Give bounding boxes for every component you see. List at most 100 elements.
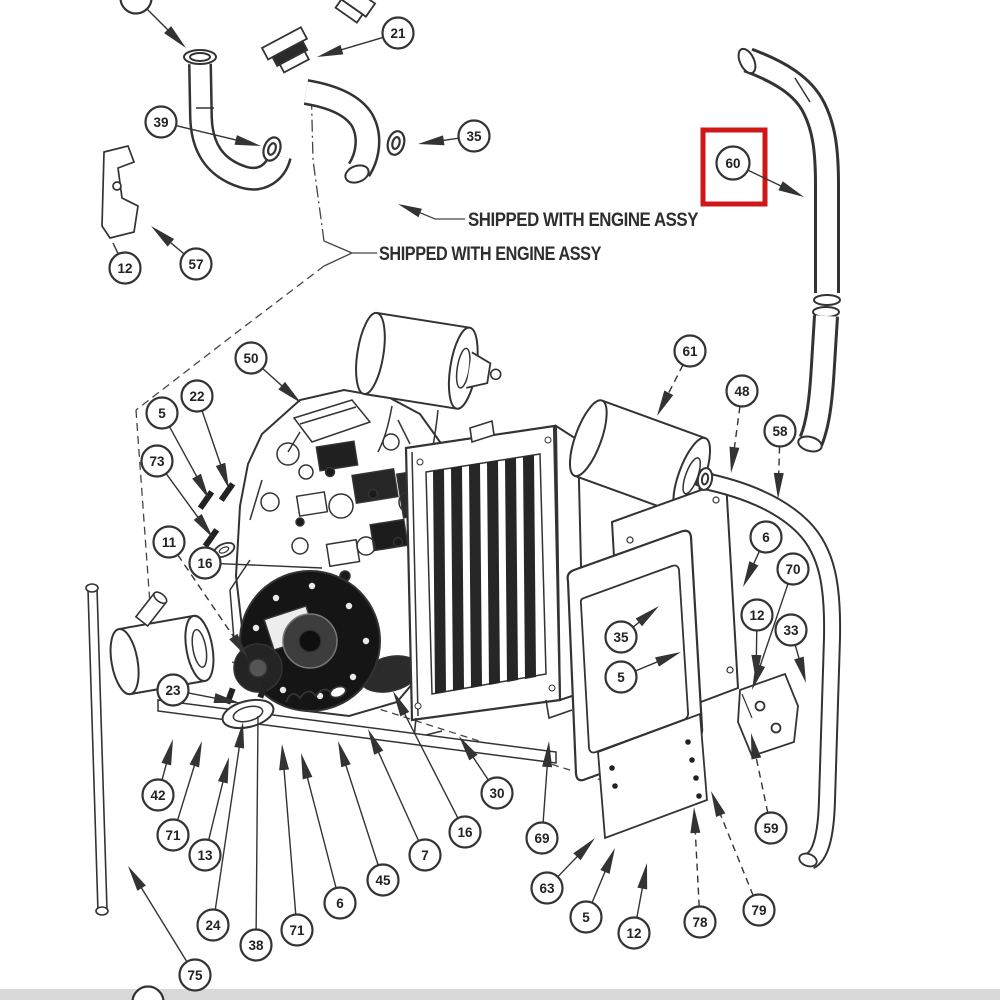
callout-balloon-23 [156, 673, 190, 707]
callout-balloon-30 [480, 776, 514, 810]
leader-line [282, 763, 297, 915]
callout-number-16: 16 [197, 556, 213, 571]
bottom-scan-band [0, 989, 1000, 1000]
hose-opening [344, 164, 370, 184]
callout-number-22: 22 [189, 389, 204, 404]
fitting-top-cut [334, 0, 377, 24]
leader-arrowhead [161, 739, 173, 766]
leader-arrowhead [193, 514, 213, 538]
support-rod [85, 583, 109, 916]
callout-balloon-6 [749, 520, 783, 554]
leader-line [375, 746, 420, 842]
leader-line [335, 36, 384, 52]
callout-number-16: 16 [457, 825, 473, 840]
callout-number-6: 6 [762, 530, 770, 545]
callout-number-58: 58 [772, 424, 788, 439]
callout-balloon-71 [280, 913, 314, 947]
hose-clamp-top [183, 49, 217, 65]
callout-number-69: 69 [534, 831, 549, 846]
callout-balloon-69 [525, 821, 559, 855]
lower-exhaust-hose [698, 471, 842, 870]
callout-balloon-12 [740, 598, 774, 632]
leader-arrowhead [418, 135, 445, 146]
callout-number-12: 12 [749, 608, 764, 623]
note-shipped-with-engine-assy-2: SHIPPED WITH ENGINE ASSY [379, 244, 602, 265]
note-arrowhead [398, 204, 422, 218]
callout-number-35: 35 [466, 129, 482, 144]
callout-balloon-partial [131, 985, 165, 1000]
leader-arrowhead [773, 472, 784, 499]
leader-arrowhead [657, 390, 674, 416]
lower-panel [597, 712, 708, 840]
leader-line [694, 826, 700, 907]
leader-arrowhead [794, 656, 806, 683]
callout-number-12: 12 [626, 926, 641, 941]
callout-number-73: 73 [149, 454, 165, 469]
callout-balloon-16 [448, 815, 482, 849]
callout-number-11: 11 [162, 535, 177, 550]
leader-line [757, 583, 789, 672]
leader-line [220, 562, 323, 569]
leader-arrowhead [778, 181, 804, 197]
callout-balloon-59 [754, 811, 788, 845]
callout-number-78: 78 [692, 915, 708, 930]
callout-balloon-57 [179, 247, 213, 281]
leader-arrowhead [234, 722, 245, 749]
callout-balloon-71 [156, 818, 190, 852]
callout-number-5: 5 [158, 406, 166, 421]
leader-arrowhead [743, 561, 759, 587]
callout-number-45: 45 [375, 873, 391, 888]
leader-line [168, 426, 201, 482]
leader-arrowhead [128, 866, 146, 891]
callout-number-30: 30 [489, 786, 504, 801]
callout-balloon-6 [323, 886, 357, 920]
leader-line [732, 406, 741, 454]
leader-line [176, 759, 197, 821]
callout-number-5: 5 [582, 910, 590, 925]
callout-number-42: 42 [150, 788, 165, 803]
leader-line [255, 715, 259, 930]
callout-number-48: 48 [734, 384, 750, 399]
leader-arrowhead [164, 26, 186, 48]
callout-number-38: 38 [248, 938, 264, 953]
callout-balloon-73 [140, 444, 174, 478]
leader-arrowhead [151, 226, 175, 247]
leader-arrowhead [637, 863, 648, 890]
leader-line [747, 169, 787, 189]
leader-arrowhead [655, 652, 681, 667]
leader-line [343, 759, 379, 866]
callout-balloon-75 [178, 958, 212, 992]
leader-line [305, 772, 337, 889]
callout-balloon-13 [188, 838, 222, 872]
coolant-hose-right [303, 79, 381, 178]
callout-number-24: 24 [205, 918, 221, 933]
callout-number-12: 12 [117, 261, 132, 276]
leader-arrowhead [635, 606, 659, 627]
callout-number-71: 71 [165, 828, 181, 843]
callout-balloon-60 [715, 145, 751, 181]
callout-balloon-61 [673, 334, 707, 368]
leader-line [208, 776, 225, 841]
leader-arrowhead [573, 838, 595, 861]
hose-clamp-39 [262, 136, 282, 162]
leader-arrowhead [338, 741, 351, 768]
leader-arrowhead [215, 462, 229, 489]
callout-number-61: 61 [682, 344, 698, 359]
radiator [404, 419, 586, 740]
leader-arrowhead [189, 741, 202, 768]
leader-arrowhead [317, 44, 344, 57]
leader-arrowhead [213, 693, 240, 703]
callout-balloon-35 [604, 620, 638, 654]
callout-number-70: 70 [785, 562, 800, 577]
leader-arrowhead [711, 791, 726, 817]
callout-balloon-79 [742, 893, 776, 927]
callout-balloon-78 [683, 905, 717, 939]
leader-line [137, 882, 188, 963]
callout-balloon-48 [725, 374, 759, 408]
callout-balloon-5 [569, 900, 603, 934]
radiator-core-fins [433, 455, 536, 694]
callout-balloon-45 [366, 863, 400, 897]
hose-clamp-35 [386, 130, 406, 156]
leader-arrowhead [459, 736, 478, 761]
